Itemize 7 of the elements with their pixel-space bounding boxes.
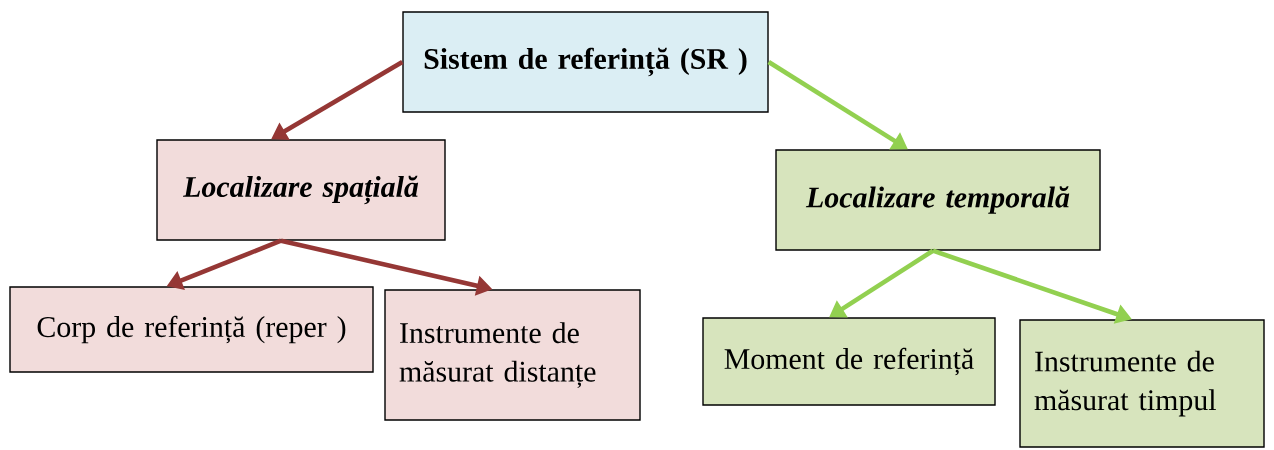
item-box: Instrumente de măsurat timpul xyxy=(1019,319,1265,448)
item-box: Corp de referință (reper ) xyxy=(9,286,374,373)
category-box: Localizare spațială xyxy=(156,139,446,241)
item-box: Instrumente de măsurat distanțe xyxy=(384,289,641,421)
title-box: Sistem de referință (SR ) xyxy=(402,11,769,113)
category-box: Localizare temporală xyxy=(775,149,1101,251)
item-box: Moment de referință xyxy=(702,317,996,406)
